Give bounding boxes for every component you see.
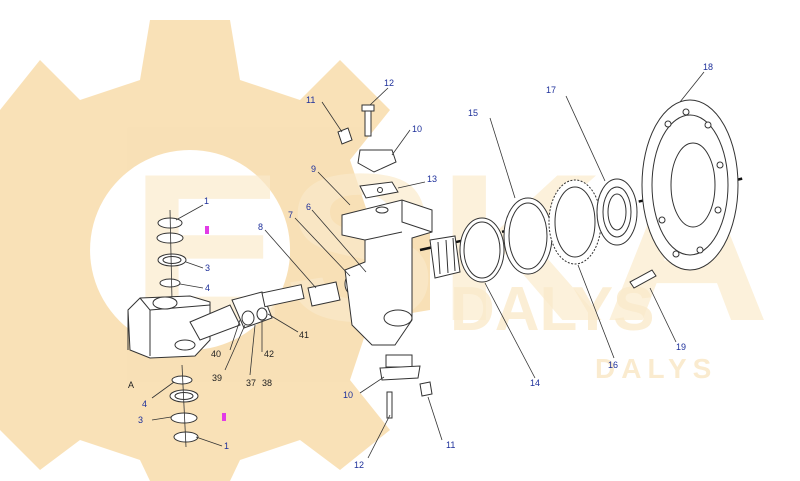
callout-39[interactable]: 39 bbox=[212, 373, 222, 383]
callout-9[interactable]: 9 bbox=[311, 164, 316, 174]
callout-37[interactable]: 37 bbox=[246, 378, 256, 388]
ring-15[interactable] bbox=[503, 197, 553, 275]
steering-knuckle[interactable] bbox=[341, 199, 461, 346]
callout-19[interactable]: 19 bbox=[676, 342, 686, 352]
callout-7[interactable]: 7 bbox=[288, 210, 293, 220]
callout-17[interactable]: 17 bbox=[546, 85, 556, 95]
callout-11-upper[interactable]: 11 bbox=[306, 95, 315, 105]
ring-15-inner bbox=[508, 202, 548, 270]
wheel-bearing-17[interactable] bbox=[596, 178, 638, 246]
callout-16[interactable]: 16 bbox=[608, 360, 618, 370]
bearing-upper[interactable] bbox=[157, 253, 187, 267]
shim-lower[interactable] bbox=[170, 412, 198, 424]
lower-kingpin-cap bbox=[379, 354, 433, 419]
upper-kingpin-cap bbox=[337, 104, 399, 199]
callout-8[interactable]: 8 bbox=[258, 222, 263, 232]
gasket-hole bbox=[377, 187, 383, 193]
watermark-gear-shape bbox=[0, 20, 430, 481]
callout-11-lower[interactable]: 11 bbox=[446, 440, 455, 450]
callout-12-upper[interactable]: 12 bbox=[384, 78, 394, 88]
callout-1-lower[interactable]: 1 bbox=[224, 441, 229, 451]
stack-axis-lower bbox=[181, 364, 187, 448]
gear-ring-16[interactable] bbox=[548, 179, 602, 265]
cone-upper[interactable] bbox=[159, 278, 181, 288]
callout-13[interactable]: 13 bbox=[427, 174, 437, 184]
callout-18[interactable]: 18 bbox=[703, 62, 713, 72]
callout-41[interactable]: 41 bbox=[299, 330, 309, 340]
bolt-head-upper bbox=[361, 104, 375, 112]
bolt-12-lower[interactable] bbox=[386, 391, 393, 419]
ring-14-inner bbox=[463, 221, 501, 279]
watermark-brand-small: DALYS bbox=[595, 353, 717, 384]
callout-6[interactable]: 6 bbox=[306, 202, 311, 212]
upper-bearing-stack bbox=[156, 209, 187, 301]
universal-joint-shaft[interactable] bbox=[189, 284, 305, 341]
callout-15[interactable]: 15 bbox=[468, 108, 478, 118]
callout-42[interactable]: 42 bbox=[264, 349, 274, 359]
ring-14[interactable] bbox=[459, 217, 505, 283]
watermark-brand-sub: DALYS bbox=[450, 275, 654, 344]
grease-nipple-11-lower[interactable] bbox=[419, 381, 433, 397]
callout-4-lower[interactable]: 4 bbox=[142, 399, 147, 409]
view-label: A bbox=[128, 380, 134, 390]
callout-1-upper[interactable]: 1 bbox=[204, 196, 209, 206]
cap-10-upper[interactable] bbox=[357, 149, 397, 173]
callout-3-lower[interactable]: 3 bbox=[138, 415, 143, 425]
cone-lower[interactable] bbox=[171, 375, 193, 385]
bearing-upper-inner bbox=[162, 256, 182, 264]
lower-bearing-stack bbox=[169, 364, 199, 448]
leader-lines bbox=[151, 71, 705, 459]
callout-3-upper[interactable]: 3 bbox=[205, 263, 210, 273]
highlight-marker-upper bbox=[205, 226, 209, 234]
callout-10-upper[interactable]: 10 bbox=[412, 124, 422, 134]
cap-10-lower[interactable] bbox=[385, 354, 413, 368]
callout-12-lower[interactable]: 12 bbox=[354, 460, 364, 470]
bolt-12-upper[interactable] bbox=[364, 107, 372, 137]
callout-14[interactable]: 14 bbox=[530, 378, 540, 388]
wheel-hub-18[interactable] bbox=[641, 99, 739, 271]
gear-ring-16-inner bbox=[554, 186, 596, 258]
callout-10-lower[interactable]: 10 bbox=[343, 390, 353, 400]
highlight-marker-lower bbox=[222, 413, 226, 421]
callout-38[interactable]: 38 bbox=[262, 378, 272, 388]
callout-4-upper[interactable]: 4 bbox=[205, 283, 210, 293]
stack-axis-upper bbox=[169, 209, 173, 301]
cap-lower-base bbox=[379, 365, 421, 381]
shim-upper[interactable] bbox=[156, 232, 184, 244]
wheel-stud-19[interactable] bbox=[629, 269, 657, 289]
grease-nipple-11-upper[interactable] bbox=[337, 127, 353, 145]
axle-housing[interactable] bbox=[127, 295, 211, 359]
callouts: 1 3 4 4 3 1 40 39 37 38 42 41 8 7 6 9 11… bbox=[138, 62, 713, 470]
callout-40[interactable]: 40 bbox=[211, 349, 221, 359]
